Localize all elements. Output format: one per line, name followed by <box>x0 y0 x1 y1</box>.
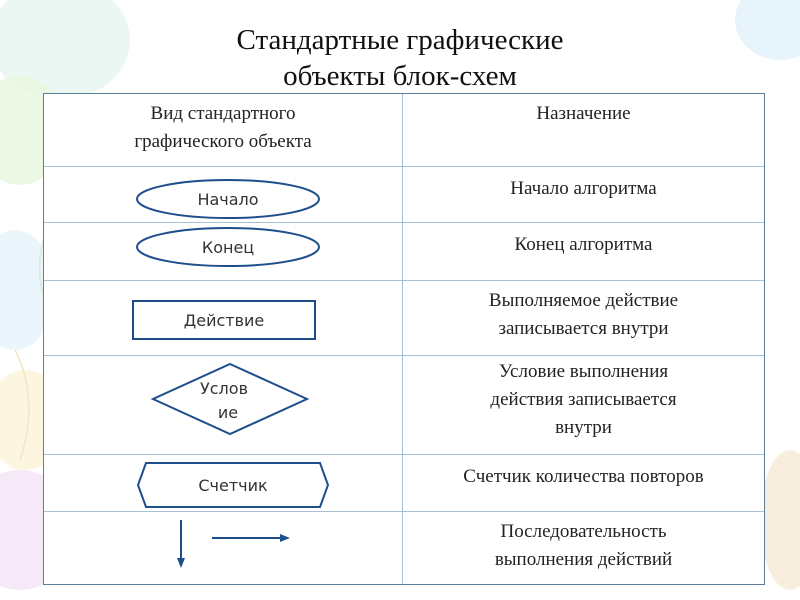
table-row: Конец Конец алгоритма <box>44 222 764 280</box>
purpose-text-line-2: действия записывается <box>490 389 677 410</box>
purpose-cell: Счетчик количества повторов <box>403 455 764 511</box>
header-left-line-2: графического объекта <box>134 131 312 152</box>
purpose-text-line-2: выполнения действий <box>494 549 673 570</box>
purpose-cell: Выполняемое действие записывается внутри <box>403 281 764 355</box>
balloon-string-decoration <box>14 349 30 461</box>
purpose-text: Конец алгоритма <box>514 234 653 255</box>
purpose-text-line-2: записывается внутри <box>498 318 669 339</box>
process-block-label: Действие <box>184 311 265 330</box>
shape-cell: Услов ие <box>44 356 403 454</box>
shape-cell: Счетчик <box>44 455 403 511</box>
process-block-shape <box>132 300 316 340</box>
start-terminal-label: Начало <box>197 190 258 209</box>
purpose-cell: Условие выполнения действия записывается… <box>403 356 764 454</box>
purpose-text-line-1: Последовательность <box>500 521 667 542</box>
page-title: Стандартные графические объекты блок-схе… <box>0 22 800 94</box>
table-row: Начало Начало алгоритма <box>44 166 764 222</box>
purpose-cell: Конец алгоритма <box>403 223 764 280</box>
balloon-decoration <box>760 450 800 590</box>
balloon-decoration <box>735 0 800 60</box>
shape-cell <box>44 512 403 584</box>
purpose-text: Начало алгоритма <box>510 178 657 199</box>
shape-cell: Действие <box>44 281 403 355</box>
title-line-2: объекты блок-схем <box>283 60 517 92</box>
purpose-text-line-1: Выполняемое действие <box>488 290 679 311</box>
purpose-text-line-1: Условие выполнения <box>498 361 669 382</box>
start-terminal-shape <box>136 179 320 219</box>
flowchart-objects-table: Вид стандартного графического объекта На… <box>43 93 765 585</box>
end-terminal-label: Конец <box>202 238 254 257</box>
decision-label-line-2: ие <box>218 403 238 422</box>
purpose-cell: Последовательность выполнения действий <box>403 512 764 584</box>
header-left-line-1: Вид стандартного <box>150 103 296 124</box>
header-shape-column: Вид стандартного графического объекта <box>44 94 403 166</box>
purpose-text-line-3: внутри <box>555 417 612 438</box>
balloon-decoration <box>0 0 130 100</box>
purpose-text: Счетчик количества повторов <box>463 466 704 487</box>
table-row: Услов ие Условие выполнения действия зап… <box>44 355 764 454</box>
balloon-decoration <box>0 230 55 350</box>
shape-cell: Конец <box>44 223 403 280</box>
header-right-label: Назначение <box>536 103 631 124</box>
table-row: Счетчик Счетчик количества повторов <box>44 454 764 511</box>
loop-counter-label: Счетчик <box>198 476 268 495</box>
flow-arrow-down-icon <box>177 520 185 568</box>
decision-diamond-shape <box>150 362 310 436</box>
table-row: Последовательность выполнения действий <box>44 511 764 584</box>
loop-counter-hexagon-shape <box>136 462 330 508</box>
purpose-cell: Начало алгоритма <box>403 167 764 222</box>
decision-label-line-1: Услов <box>200 379 248 398</box>
header-purpose-column: Назначение <box>403 94 764 166</box>
title-line-1: Стандартные графические <box>236 24 564 56</box>
end-terminal-shape <box>136 227 320 267</box>
shape-cell: Начало <box>44 167 403 222</box>
table-header-row: Вид стандартного графического объекта На… <box>44 94 764 166</box>
flow-arrow-right-icon <box>212 534 290 542</box>
table-row: Действие Выполняемое действие записывает… <box>44 280 764 355</box>
